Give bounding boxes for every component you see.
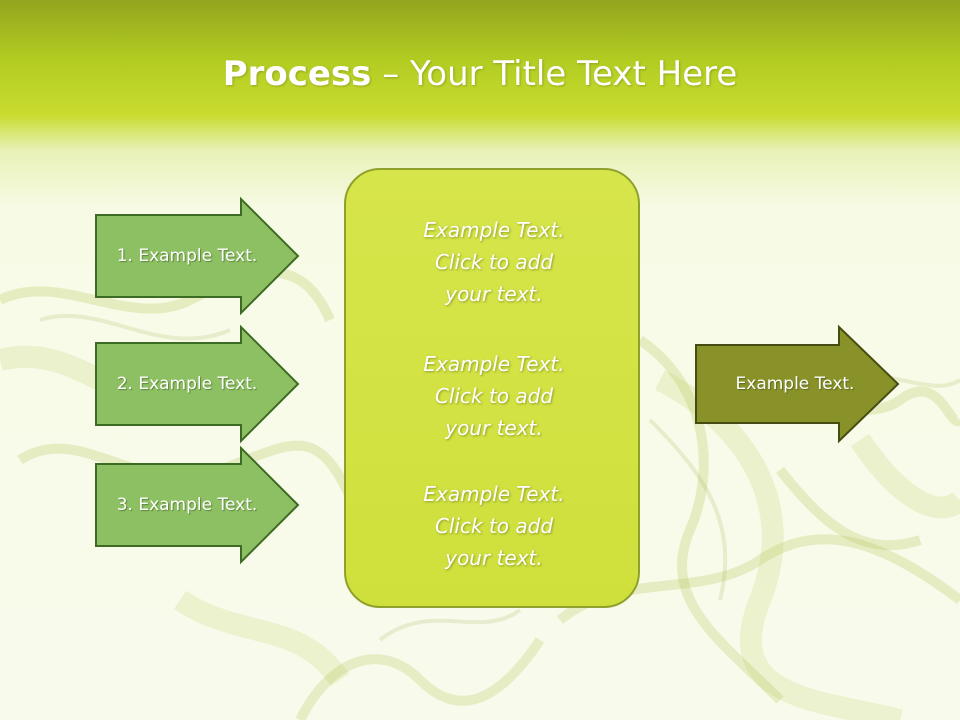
center-text-box[interactable]: Example Text. Click to add your text. Ex… bbox=[344, 168, 640, 608]
left-arrow-label: 3. Example Text. bbox=[116, 495, 258, 515]
arrow-shape bbox=[95, 445, 300, 565]
left-arrow-1[interactable]: 1. Example Text. bbox=[95, 196, 300, 316]
block-line: your text. bbox=[445, 282, 543, 306]
center-text-block-2: Example Text. Click to add your text. bbox=[346, 348, 642, 444]
left-arrow-2[interactable]: 2. Example Text. bbox=[95, 324, 300, 444]
block-line: Example Text. bbox=[423, 482, 565, 506]
center-text-block-1: Example Text. Click to add your text. bbox=[346, 214, 642, 310]
title-bold-text: Process bbox=[222, 54, 372, 94]
block-line: Click to add bbox=[434, 514, 554, 538]
slide-title[interactable]: Process – Your Title Text Here bbox=[0, 52, 960, 96]
block-line: Example Text. bbox=[423, 218, 565, 242]
title-rest-text: – Your Title Text Here bbox=[371, 54, 738, 94]
right-arrow-label: Example Text. bbox=[735, 374, 855, 394]
block-line: your text. bbox=[445, 416, 543, 440]
block-line: Click to add bbox=[434, 384, 554, 408]
left-arrow-label: 2. Example Text. bbox=[116, 374, 258, 394]
block-line: your text. bbox=[445, 546, 543, 570]
block-line: Example Text. bbox=[423, 352, 565, 376]
block-line: Click to add bbox=[434, 250, 554, 274]
center-text-block-3: Example Text. Click to add your text. bbox=[346, 478, 642, 574]
arrow-shape bbox=[695, 324, 900, 444]
left-arrow-label: 1. Example Text. bbox=[116, 246, 258, 266]
right-arrow[interactable]: Example Text. bbox=[695, 324, 900, 444]
arrow-shape bbox=[95, 196, 300, 316]
arrow-shape bbox=[95, 324, 300, 444]
left-arrow-3[interactable]: 3. Example Text. bbox=[95, 445, 300, 565]
